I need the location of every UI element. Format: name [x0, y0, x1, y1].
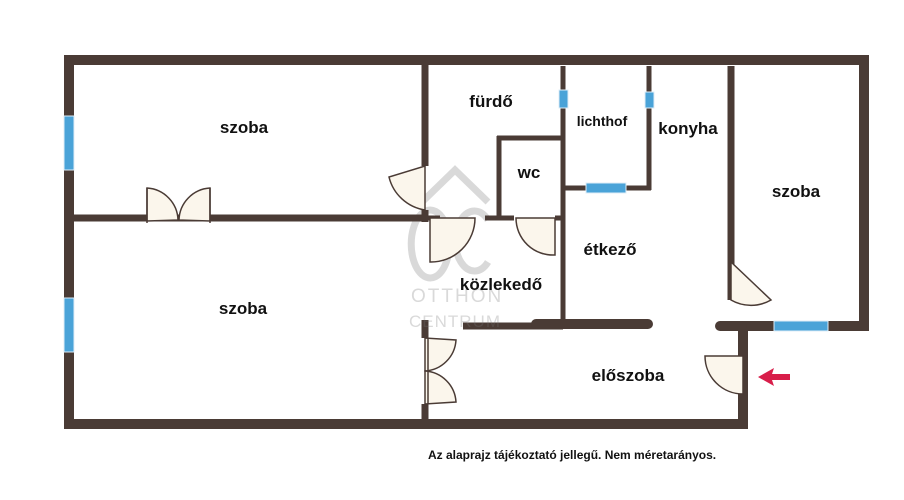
window-right-room [773, 320, 829, 332]
room-label-furdo: fürdő [469, 92, 513, 111]
room-label-szoba-bottom: szoba [218, 299, 268, 318]
room-label-wc: wc [517, 163, 541, 182]
windows [63, 89, 829, 353]
door-szoba-right [730, 260, 773, 307]
doors [146, 164, 773, 405]
door-furdo [429, 217, 476, 263]
room-label-szoba-right: szoba [771, 182, 821, 201]
disclaimer-text: Az alaprajz tájékoztató jellegű. Nem mér… [428, 448, 717, 462]
walls [64, 55, 869, 429]
window-konyha [644, 91, 655, 109]
room-label-szoba-top: szoba [219, 118, 269, 137]
window-left-bottom [63, 297, 75, 353]
watermark-otthon: OTTHON [411, 286, 504, 307]
window-furdo [558, 89, 569, 109]
arrow-left-icon [758, 368, 790, 386]
door-entrance [704, 355, 744, 395]
room-label-etkezo: étkező [583, 240, 637, 259]
door-wc [515, 217, 556, 256]
watermark-centrum: CENTRUM [409, 312, 501, 331]
room-label-konyha: konyha [658, 119, 718, 138]
double-door-left-rooms [146, 187, 211, 223]
room-label-kozlekedo: közlekedő [459, 275, 543, 294]
window-lichthof [585, 182, 627, 194]
door-szoba-top [388, 164, 426, 211]
room-label-eloszoba: előszoba [591, 366, 665, 385]
window-left-top [63, 115, 75, 171]
room-label-lichthof: lichthof [576, 113, 628, 129]
double-door-szoba-bottom [424, 337, 457, 405]
